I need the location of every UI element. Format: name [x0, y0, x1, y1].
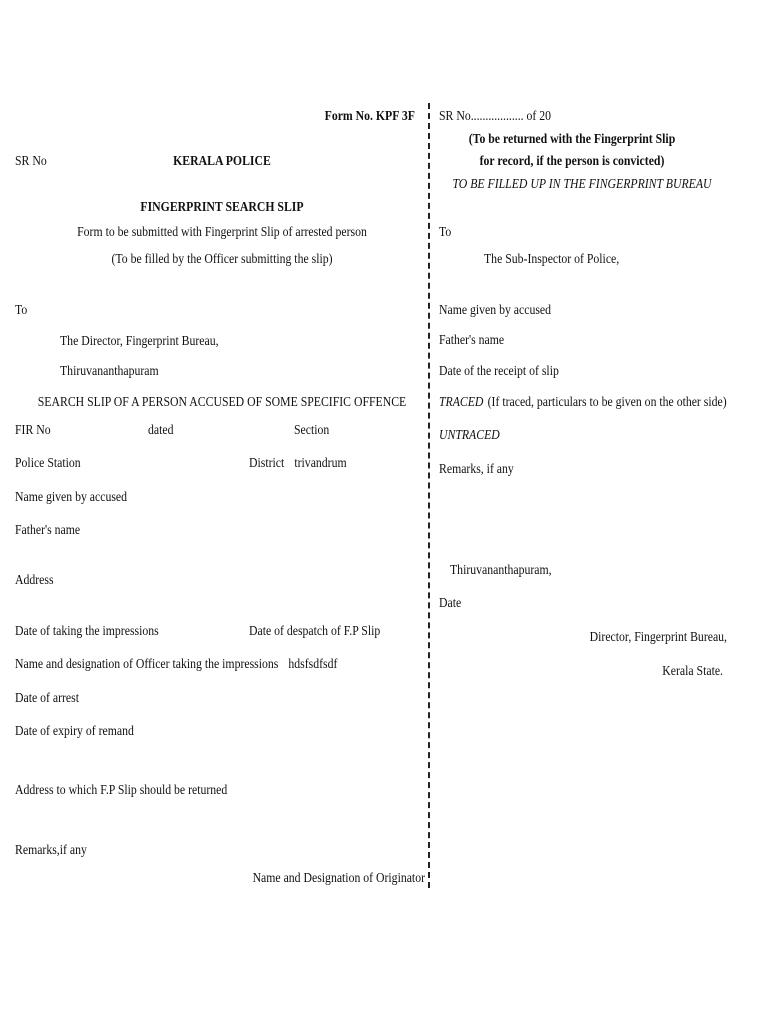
right-to-label: To [439, 225, 452, 240]
addressee: The Director, Fingerprint Bureau, [60, 334, 219, 349]
remarks-label: Remarks,if any [15, 843, 87, 858]
name-accused-label: Name given by accused [15, 490, 128, 505]
district-label: District [249, 456, 285, 471]
date-despatch-label: Date of despatch of F.P Slip [249, 624, 381, 639]
to-label: To [15, 303, 28, 318]
traced-row: TRACED (If traced, particulars to be giv… [439, 395, 727, 411]
traced-note: (If traced, particulars to be given on t… [487, 395, 727, 410]
right-city: Thiruvananthapuram, [450, 563, 552, 578]
right-name-accused-label: Name given by accused [439, 303, 552, 318]
org-name: KERALA POLICE [173, 154, 271, 169]
officer-label: Name and designation of Officer taking t… [15, 657, 279, 672]
originator-label: Name and Designation of Originator [252, 871, 425, 886]
form-number: Form No. KPF 3F [324, 109, 415, 124]
signatory-state: Kerala State. [662, 664, 723, 679]
return-note-2: for record, if the person is convicted) [479, 154, 665, 169]
fir-no-label: FIR No [15, 423, 51, 438]
dated-label: dated [148, 423, 174, 438]
right-sr-no: SR No.................. of 20 [439, 109, 552, 124]
form-title: FINGERPRINT SEARCH SLIP [140, 200, 304, 215]
address-label: Address [15, 573, 54, 588]
sr-no-label: SR No [15, 154, 47, 169]
tear-off-divider [428, 103, 430, 888]
district-row: District trivandrum [249, 456, 347, 472]
section-label: Section [294, 423, 330, 438]
form-subtitle: Form to be submitted with Fingerprint Sl… [77, 225, 367, 240]
right-remarks-label: Remarks, if any [439, 462, 514, 477]
right-date-label: Date [439, 596, 462, 611]
date-arrest-label: Date of arrest [15, 691, 79, 706]
bureau-note: TO BE FILLED UP IN THE FINGERPRINT BUREA… [452, 177, 712, 192]
date-receipt-label: Date of the receipt of slip [439, 364, 559, 379]
section-heading: SEARCH SLIP OF A PERSON ACCUSED OF SOME … [37, 395, 407, 410]
form-note: (To be filled by the Officer submitting … [111, 252, 333, 267]
fathers-name-label: Father's name [15, 523, 81, 538]
traced-label: TRACED [439, 395, 484, 410]
addressee-city: Thiruvananthapuram [60, 364, 159, 379]
officer-row: Name and designation of Officer taking t… [15, 657, 337, 673]
return-note-1: (To be returned with the Fingerprint Sli… [468, 132, 676, 147]
right-addressee: The Sub-Inspector of Police, [484, 252, 620, 267]
date-impressions-label: Date of taking the impressions [15, 624, 159, 639]
police-station-label: Police Station [15, 456, 81, 471]
right-fathers-name-label: Father's name [439, 333, 505, 348]
untraced-label: UNTRACED [439, 428, 500, 443]
return-address-label: Address to which F.P Slip should be retu… [15, 783, 228, 798]
district-value: trivandrum [294, 456, 347, 471]
officer-value: hdsfsdfsdf [288, 657, 338, 672]
signatory: Director, Fingerprint Bureau, [589, 630, 727, 645]
date-expiry-label: Date of expiry of remand [15, 724, 134, 739]
